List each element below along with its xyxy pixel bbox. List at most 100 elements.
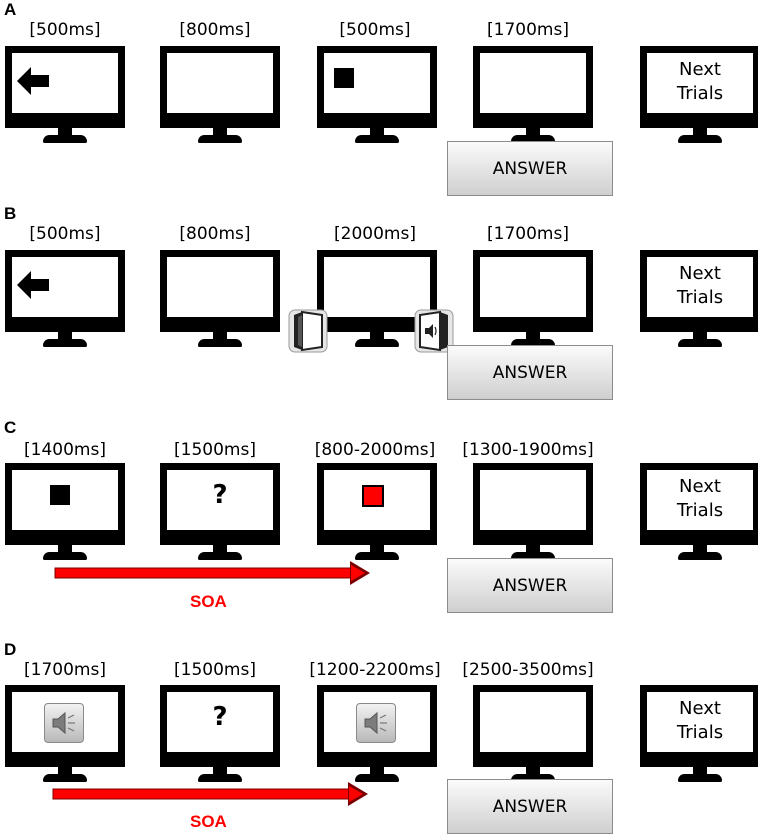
monitor-b-2 xyxy=(160,250,280,350)
monitor-foot xyxy=(511,552,555,560)
duration-a-4: [1700ms] xyxy=(487,20,569,40)
duration-b-3: [2000ms] xyxy=(334,224,416,244)
monitor-b-1 xyxy=(5,250,125,350)
monitor-neck xyxy=(58,332,72,340)
monitor-chin xyxy=(160,120,280,128)
monitor-chin xyxy=(640,537,758,545)
monitor-d-3 xyxy=(317,685,437,785)
monitor-foot xyxy=(355,339,399,347)
monitor-chin xyxy=(640,120,758,128)
duration-c-3: [800-2000ms] xyxy=(314,440,436,460)
panel-label-b: B xyxy=(4,204,17,223)
monitor-neck xyxy=(58,545,72,553)
monitor-neck xyxy=(693,767,707,775)
monitor-neck xyxy=(213,128,227,136)
duration-d-3: [1200-2200ms] xyxy=(309,660,441,680)
monitor-a-1 xyxy=(5,46,125,146)
monitor-neck xyxy=(526,767,540,775)
screen xyxy=(5,685,125,759)
monitor-c-next: Next Trials xyxy=(640,463,758,563)
side-speaker-right-icon xyxy=(414,309,454,353)
side-speaker-left-icon xyxy=(288,309,328,353)
monitor-c-2: ? xyxy=(160,463,280,563)
monitor-chin xyxy=(160,759,280,767)
duration-d-4: [2500-3500ms] xyxy=(462,660,594,680)
monitor-chin xyxy=(317,324,437,332)
soa-label-c: SOA xyxy=(190,592,227,611)
monitor-neck xyxy=(58,767,72,775)
monitor-chin xyxy=(5,759,125,767)
monitor-b-4 xyxy=(473,250,593,350)
screen xyxy=(317,463,437,537)
duration-a-2: [800ms] xyxy=(179,20,251,40)
monitor-foot xyxy=(43,135,87,143)
duration-d-2: [1500ms] xyxy=(174,660,256,680)
screen xyxy=(473,46,593,120)
duration-a-3: [500ms] xyxy=(339,20,411,40)
black-square-stimulus xyxy=(334,68,354,88)
screen xyxy=(160,46,280,120)
monitor-neck xyxy=(693,128,707,136)
monitor-neck xyxy=(213,545,227,553)
monitor-b-next: Next Trials xyxy=(640,250,758,350)
monitor-chin xyxy=(160,537,280,545)
monitor-foot xyxy=(511,774,555,782)
panel-label-a: A xyxy=(4,0,17,19)
screen: ? xyxy=(160,463,280,537)
screen: ? xyxy=(160,685,280,759)
monitor-neck xyxy=(370,767,384,775)
monitor-d-next: Next Trials xyxy=(640,685,758,785)
monitor-chin xyxy=(317,759,437,767)
screen: Next Trials xyxy=(640,685,758,759)
monitor-a-4 xyxy=(473,46,593,146)
monitor-d-2: ? xyxy=(160,685,280,785)
monitor-chin xyxy=(473,120,593,128)
monitor-chin xyxy=(317,537,437,545)
duration-b-4: [1700ms] xyxy=(487,224,569,244)
monitor-foot xyxy=(678,339,722,347)
next-trials-text: Next Trials xyxy=(676,263,724,308)
soa-label-d: SOA xyxy=(190,812,227,831)
monitor-chin xyxy=(317,120,437,128)
question-mark: ? xyxy=(212,702,228,732)
speaker-icon xyxy=(44,703,84,743)
screen xyxy=(473,250,593,324)
monitor-neck xyxy=(370,545,384,553)
monitor-neck xyxy=(526,545,540,553)
next-trials-text: Next Trials xyxy=(676,698,724,743)
monitor-foot xyxy=(198,135,242,143)
screen xyxy=(473,463,593,537)
black-square-stimulus xyxy=(50,485,70,505)
monitor-neck xyxy=(58,128,72,136)
monitor-foot xyxy=(43,552,87,560)
monitor-a-3 xyxy=(317,46,437,146)
answer-box-c: ANSWER xyxy=(447,558,613,613)
screen xyxy=(317,685,437,759)
monitor-neck xyxy=(213,767,227,775)
question-mark: ? xyxy=(212,480,228,510)
duration-b-2: [800ms] xyxy=(179,224,251,244)
duration-a-1: [500ms] xyxy=(29,20,101,40)
duration-d-1: [1700ms] xyxy=(24,660,106,680)
monitor-c-3 xyxy=(317,463,437,563)
answer-box-a: ANSWER xyxy=(447,141,613,196)
screen xyxy=(473,685,593,759)
monitor-neck xyxy=(526,128,540,136)
screen: Next Trials xyxy=(640,46,758,120)
speaker-icon xyxy=(356,703,396,743)
monitor-foot xyxy=(678,135,722,143)
monitor-chin xyxy=(5,324,125,332)
duration-c-1: [1400ms] xyxy=(24,440,106,460)
monitor-foot xyxy=(511,135,555,143)
duration-b-1: [500ms] xyxy=(29,224,101,244)
screen xyxy=(5,46,125,120)
monitor-chin xyxy=(473,537,593,545)
next-trials-text: Next Trials xyxy=(676,59,724,104)
monitor-foot xyxy=(43,774,87,782)
monitor-c-1 xyxy=(5,463,125,563)
monitor-a-next: Next Trials xyxy=(640,46,758,146)
answer-box-d: ANSWER xyxy=(447,779,613,834)
answer-box-b: ANSWER xyxy=(447,345,613,400)
screen xyxy=(5,463,125,537)
next-trials-text: Next Trials xyxy=(676,476,724,521)
